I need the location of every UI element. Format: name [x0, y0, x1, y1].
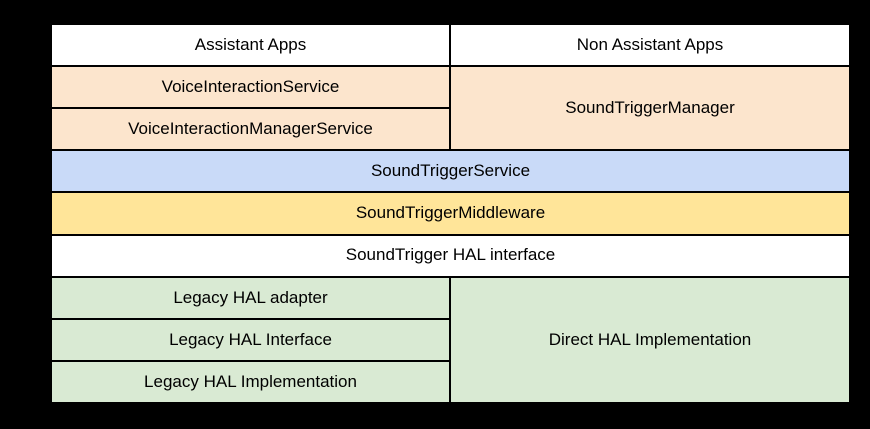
cell-voice-interaction-manager-service: VoiceInteractionManagerService: [52, 109, 449, 150]
cell-voice-interaction-service: VoiceInteractionService: [52, 67, 449, 108]
cell-legacy-hal-implementation: Legacy HAL Implementation: [52, 361, 449, 402]
cell-assistant-apps: Assistant Apps: [52, 25, 449, 66]
cell-sound-trigger-hal-interface: SoundTrigger HAL interface: [52, 235, 849, 276]
soundtrigger-stack-diagram: Assistant Apps Non Assistant Apps VoiceI…: [52, 25, 849, 402]
cell-sound-trigger-manager: SoundTriggerManager: [451, 67, 849, 150]
cell-sound-trigger-middleware: SoundTriggerMiddleware: [52, 193, 849, 234]
cell-sound-trigger-service: SoundTriggerService: [52, 151, 849, 192]
cell-direct-hal-implementation: Direct HAL Implementation: [451, 277, 849, 402]
cell-legacy-hal-adapter: Legacy HAL adapter: [52, 277, 449, 318]
cell-non-assistant-apps: Non Assistant Apps: [451, 25, 849, 66]
cell-legacy-hal-interface: Legacy HAL Interface: [52, 319, 449, 360]
